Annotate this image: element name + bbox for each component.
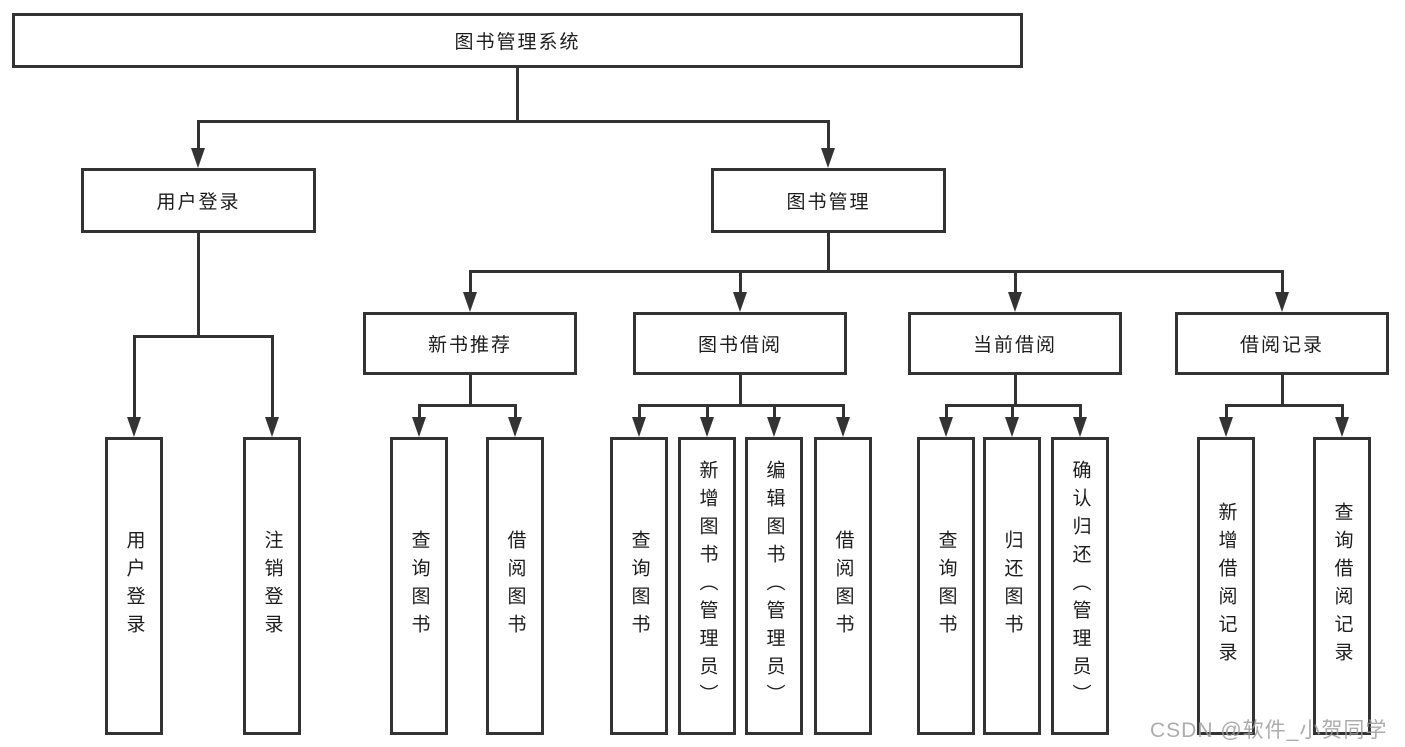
- connector-line: [133, 335, 136, 419]
- node-new-book-recommend: 新书推荐: [363, 312, 577, 375]
- leaf-borrow-books: 借阅图书: [814, 437, 872, 735]
- arrow-down-icon: [767, 417, 781, 437]
- node-label: 确认归还（管理员）: [1069, 460, 1091, 712]
- node-label: 新增图书（管理员）: [696, 460, 718, 712]
- connector-line: [197, 233, 200, 335]
- arrow-down-icon: [700, 417, 714, 437]
- arrow-down-icon: [733, 292, 747, 312]
- connector-line: [1011, 404, 1014, 419]
- node-label: 查询借阅记录: [1331, 502, 1353, 670]
- connector-line: [516, 68, 519, 120]
- connector-line: [469, 270, 1283, 273]
- node-book-borrow: 图书借阅: [633, 312, 847, 375]
- arrow-down-icon: [412, 417, 426, 437]
- node-label: 编辑图书（管理员）: [763, 460, 785, 712]
- node-label: 用户登录: [156, 192, 241, 213]
- connector-line: [706, 404, 709, 419]
- connector-line: [773, 404, 776, 419]
- node-label: 查询图书: [935, 530, 957, 642]
- leaf-add-borrow-record: 新增借阅记录: [1197, 437, 1255, 735]
- arrow-down-icon: [265, 417, 279, 437]
- connector-line: [1014, 375, 1017, 406]
- node-label: 用户登录: [123, 530, 145, 642]
- node-book-management: 图书管理: [711, 168, 946, 233]
- node-label: 查询图书: [628, 530, 650, 642]
- arrow-down-icon: [821, 148, 835, 168]
- connector-line: [514, 404, 517, 419]
- connector-line: [271, 335, 274, 419]
- node-label: 借阅图书: [504, 530, 526, 642]
- node-root-system: 图书管理系统: [12, 13, 1023, 68]
- node-label: 归还图书: [1001, 530, 1023, 642]
- node-current-borrow: 当前借阅: [908, 312, 1122, 375]
- arrow-down-icon: [463, 292, 477, 312]
- leaf-user-login: 用户登录: [105, 437, 163, 735]
- leaf-logout: 注销登录: [243, 437, 301, 735]
- arrow-down-icon: [1275, 292, 1289, 312]
- connector-line: [827, 120, 830, 150]
- connector-line: [1079, 404, 1082, 419]
- leaf-query-borrow-record: 查询借阅记录: [1313, 437, 1371, 735]
- connector-line: [197, 120, 200, 150]
- leaf-query-books-recommend: 查询图书: [390, 437, 448, 735]
- leaf-query-books-current: 查询图书: [917, 437, 975, 735]
- node-label: 借阅图书: [832, 530, 854, 642]
- node-label: 借阅记录: [1239, 335, 1324, 356]
- connector-line: [739, 270, 742, 294]
- arrow-down-icon: [508, 417, 522, 437]
- arrow-down-icon: [1008, 292, 1022, 312]
- connector-line: [1281, 375, 1284, 406]
- arrow-down-icon: [191, 148, 205, 168]
- connector-line: [418, 404, 517, 407]
- leaf-edit-books-admin: 编辑图书（管理员）: [745, 437, 803, 735]
- arrow-down-icon: [1005, 417, 1019, 437]
- connector-line: [133, 335, 274, 338]
- node-label: 当前借阅: [972, 335, 1057, 356]
- arrow-down-icon: [127, 417, 141, 437]
- node-label: 查询图书: [408, 530, 430, 642]
- connector-line: [1014, 270, 1017, 294]
- connector-line: [469, 270, 472, 294]
- arrow-down-icon: [836, 417, 850, 437]
- leaf-borrow-books-recommend: 借阅图书: [486, 437, 544, 735]
- connector-line: [197, 120, 830, 123]
- leaf-return-books: 归还图书: [983, 437, 1041, 735]
- connector-line: [827, 233, 830, 270]
- arrow-down-icon: [632, 417, 646, 437]
- node-label: 新书推荐: [427, 335, 512, 356]
- node-label: 图书管理: [786, 192, 871, 213]
- connector-line: [1341, 404, 1344, 419]
- connector-line: [1225, 404, 1228, 419]
- csdn-watermark: CSDN @软件_小贺同学: [1150, 719, 1388, 742]
- node-label: 注销登录: [261, 530, 283, 642]
- arrow-down-icon: [1335, 417, 1349, 437]
- connector-line: [418, 404, 421, 419]
- node-label: 图书借阅: [697, 335, 782, 356]
- node-label: 图书管理系统: [454, 32, 581, 53]
- leaf-confirm-return-admin: 确认归还（管理员）: [1051, 437, 1109, 735]
- arrow-down-icon: [1219, 417, 1233, 437]
- connector-line: [638, 404, 845, 407]
- arrow-down-icon: [1073, 417, 1087, 437]
- connector-line: [945, 404, 948, 419]
- leaf-add-books-admin: 新增图书（管理员）: [678, 437, 736, 735]
- connector-line: [469, 375, 472, 406]
- arrow-down-icon: [939, 417, 953, 437]
- connector-line: [842, 404, 845, 419]
- node-borrow-records: 借阅记录: [1175, 312, 1389, 375]
- connector-line: [739, 375, 742, 406]
- node-user-login: 用户登录: [81, 168, 316, 233]
- leaf-query-books-borrow: 查询图书: [610, 437, 668, 735]
- node-label: 新增借阅记录: [1215, 502, 1237, 670]
- connector-line: [638, 404, 641, 419]
- connector-line: [1281, 270, 1284, 294]
- connector-line: [1225, 404, 1344, 407]
